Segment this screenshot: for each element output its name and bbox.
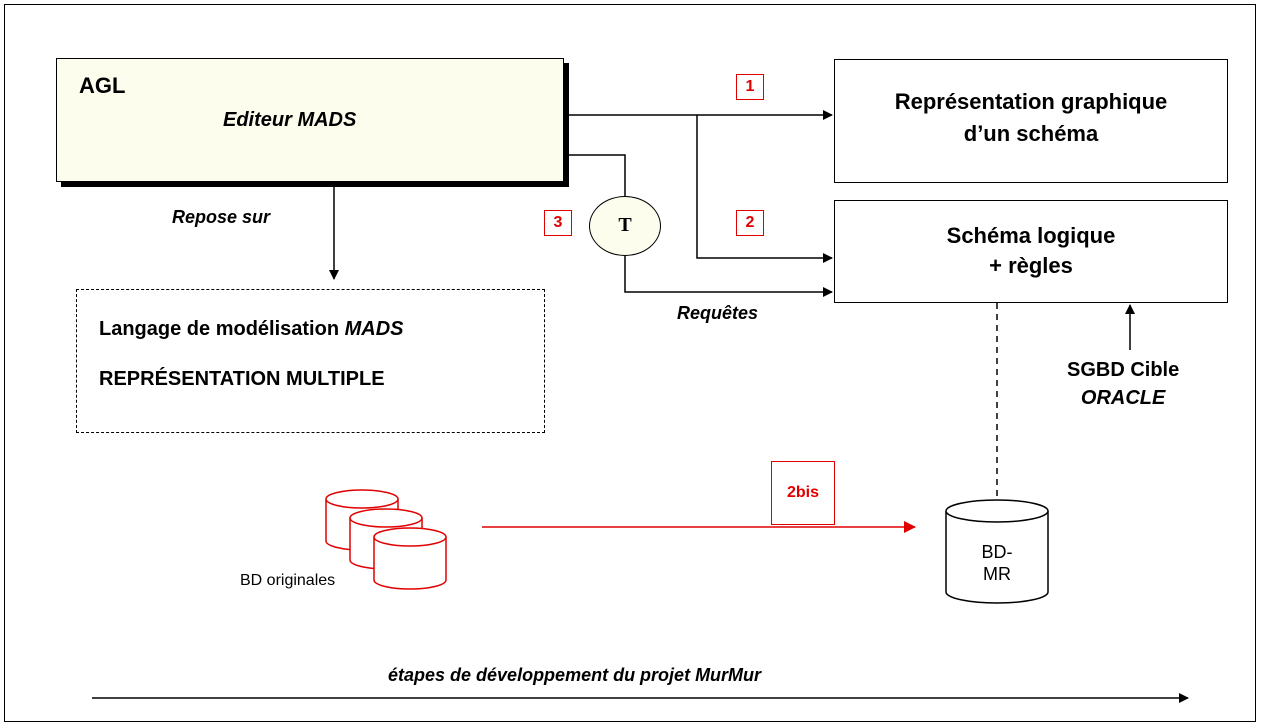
schema-box: Schéma logique + règles bbox=[834, 200, 1228, 303]
step-3-badge: 3 bbox=[544, 210, 572, 236]
step-1-badge: 1 bbox=[736, 74, 764, 100]
agl-box: AGL Editeur MADS bbox=[56, 58, 564, 182]
repose-sur-label: Repose sur bbox=[172, 207, 271, 227]
timeline-label: étapes de développement du projet MurMur bbox=[388, 665, 762, 685]
language-line1-prefix: Langage de modélisation bbox=[99, 318, 345, 340]
bd-originales-label: BD originales bbox=[240, 572, 336, 589]
sgbd-line1: SGBD Cible bbox=[1067, 359, 1180, 381]
bdmr-line1: BD- bbox=[981, 542, 1013, 562]
transform-node: T bbox=[589, 196, 661, 256]
schema-line2: + règles bbox=[989, 253, 1073, 278]
agl-title: AGL bbox=[79, 73, 126, 98]
diagram-frame bbox=[4, 4, 1256, 722]
agl-subtitle: Editeur MADS bbox=[223, 109, 357, 131]
sgbd-line2: ORACLE bbox=[1080, 387, 1166, 409]
language-line1-mads: MADS bbox=[344, 318, 404, 340]
language-box: Langage de modélisation MADS REPRÉSENTAT… bbox=[76, 289, 545, 433]
bd-originales-icon bbox=[325, 489, 447, 590]
representation-line1: Représentation graphique bbox=[894, 89, 1168, 114]
representation-box: Représentation graphique d’un schéma bbox=[834, 59, 1228, 183]
arrow-transform-to-schema bbox=[624, 256, 833, 297]
bdmr-label: BD- MR bbox=[966, 541, 1028, 585]
step-2bis-badge: 2bis bbox=[771, 461, 835, 525]
representation-line2: d’un schéma bbox=[963, 121, 1099, 146]
bdmr-cylinder-icon bbox=[945, 499, 1049, 604]
line-agl-to-transform bbox=[564, 154, 626, 196]
requetes-label: Requêtes bbox=[677, 303, 759, 323]
schema-line1: Schéma logique bbox=[946, 223, 1116, 248]
step-2-badge: 2 bbox=[736, 210, 764, 236]
language-line1: Langage de modélisation MADS bbox=[99, 318, 404, 341]
language-line2: REPRÉSENTATION MULTIPLE bbox=[99, 368, 385, 390]
sgbd-label: SGBD Cible ORACLE bbox=[1067, 356, 1179, 412]
bdmr-line2: MR bbox=[983, 564, 1011, 584]
arrow-agl-to-schema bbox=[696, 115, 833, 263]
